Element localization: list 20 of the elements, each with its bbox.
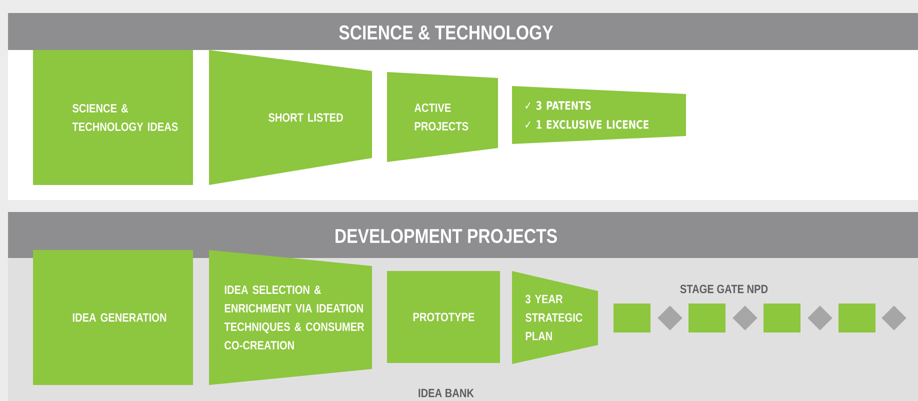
funnel-stage: 3 YEAR STRATEGIC PLAN — [512, 271, 598, 364]
stage-box: PROTOTYPE — [387, 271, 500, 363]
funnel-stage: IDEA SELECTION & ENRICHMENT VIA IDEATION TECHNIQUES & CONSUMER CO-CREATION — [209, 250, 372, 385]
gate-diamond — [808, 306, 832, 330]
funnel-stage: ACTIVE PROJECTS — [387, 72, 498, 162]
gate-box — [688, 304, 726, 332]
stage-box: IDEA GENERATION — [33, 250, 193, 385]
section-header-band: SCIENCE & TECHNOLOGY — [8, 13, 918, 50]
gate-box — [614, 304, 650, 332]
gate-box — [838, 304, 876, 332]
funnel-stage: ✓ 3 PATENTS ✓ 1 EXCLUSIVE LICENCE — [512, 86, 686, 144]
gate-box — [764, 304, 800, 332]
gate-diamond — [658, 306, 682, 330]
funnel-stage: SHORT LISTED — [209, 50, 372, 185]
section-label: IDEA BANK — [418, 388, 474, 398]
stage-box: SCIENCE & TECHNOLOGY IDEAS — [33, 50, 193, 185]
section-header-band: DEVELOPMENT PROJECTS — [8, 212, 918, 258]
section-label: STAGE GATE NPD — [680, 284, 768, 294]
gate-diamond — [882, 306, 906, 330]
gate-diamond — [732, 306, 758, 330]
